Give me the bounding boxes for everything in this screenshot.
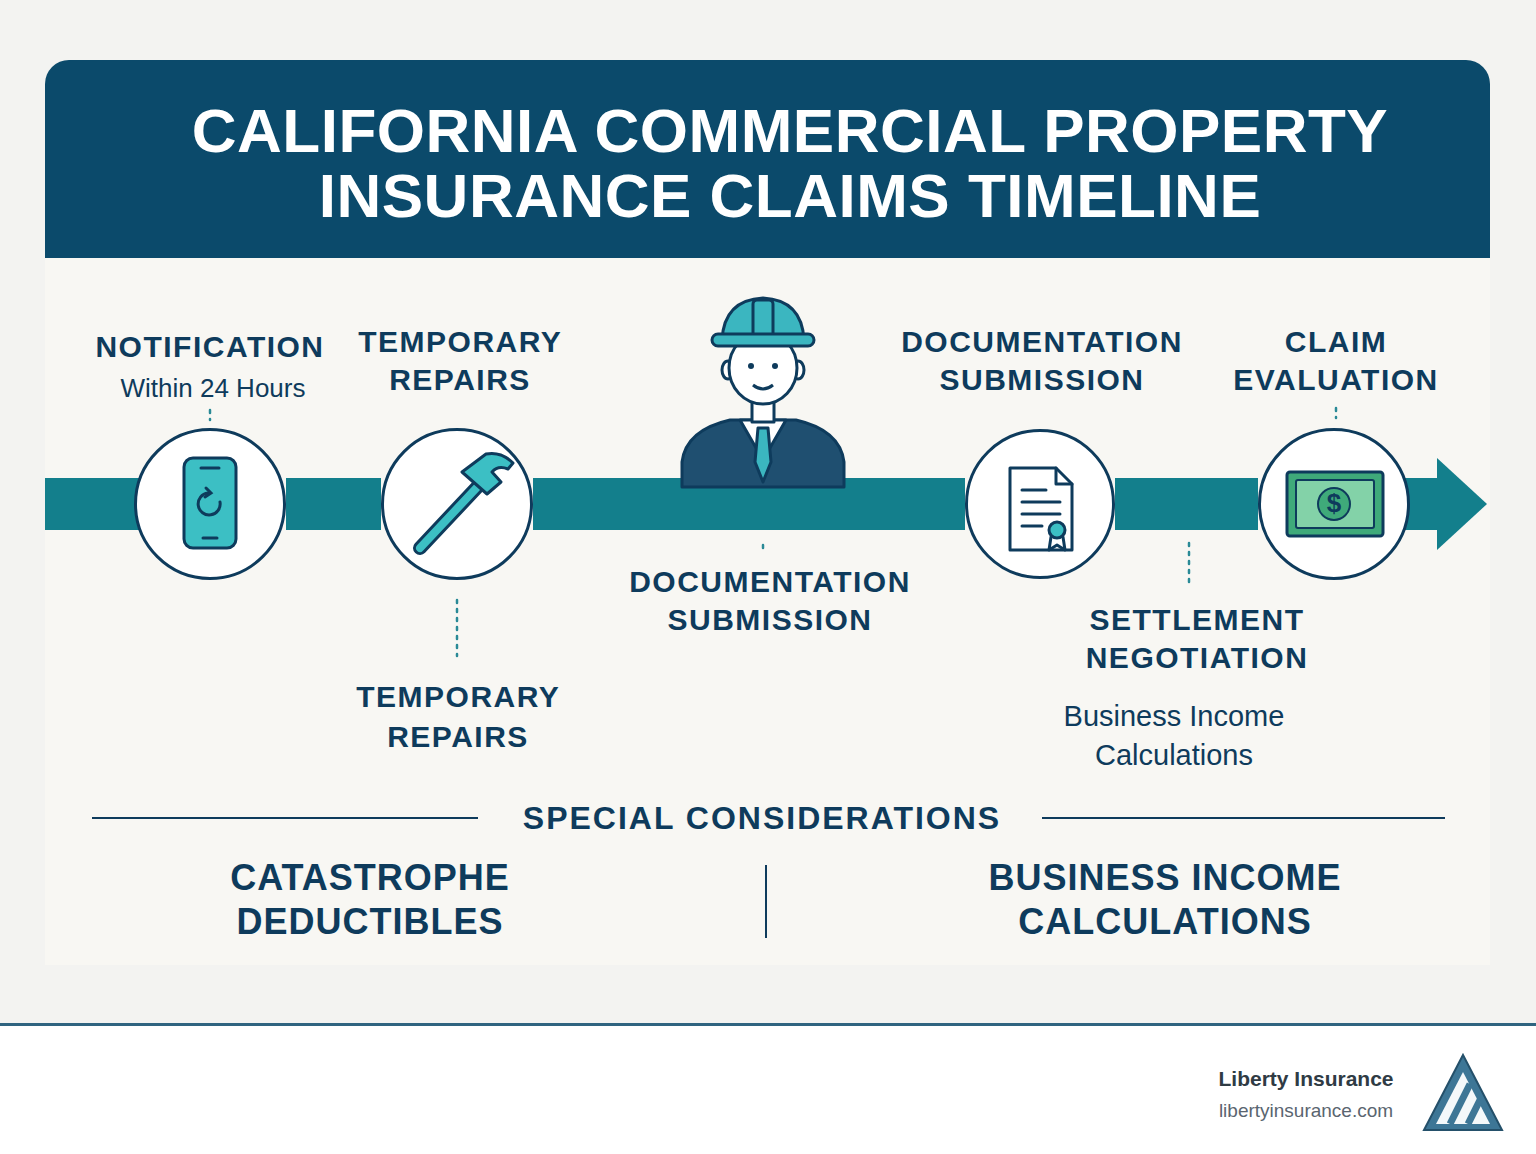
timeline-band — [1437, 458, 1487, 550]
leader-line — [1335, 408, 1338, 418]
step-caption: TEMPORARY REPAIRS — [356, 677, 560, 757]
step-note: Business Income Calculations — [1039, 697, 1309, 775]
section-divider — [1042, 817, 1445, 819]
company-logo — [1424, 1055, 1502, 1130]
adjuster-illustration — [682, 298, 844, 487]
company-logo — [1468, 1100, 1480, 1124]
consideration-item: BUSINESS INCOME CALCULATIONS — [975, 856, 1355, 944]
section-divider — [92, 817, 478, 819]
company-url: libertyinsurance.com — [1219, 1099, 1393, 1123]
document-icon — [1022, 489, 1046, 492]
timeline-connector — [1115, 478, 1258, 530]
leader-line — [456, 600, 459, 656]
consideration-item: CATASTROPHE DEDUCTIBLES — [230, 856, 510, 944]
section-heading: SPECIAL CONSIDERATIONS — [523, 799, 1001, 837]
leader-line — [209, 410, 212, 420]
banknote-icon — [1318, 488, 1350, 520]
company-name: Liberty Insurance — [1218, 1066, 1393, 1092]
adjuster-illustration — [712, 334, 814, 346]
adjuster-illustration — [772, 363, 778, 369]
diagram-title: CALIFORNIA COMMERCIAL PROPERTY INSURANCE… — [165, 98, 1415, 228]
adjuster-illustration — [755, 428, 771, 482]
adjuster-illustration — [753, 385, 773, 389]
leader-line — [762, 545, 765, 553]
adjuster-illustration — [682, 420, 844, 487]
step-note: Within 24 Hours — [121, 374, 306, 402]
document-icon — [1010, 468, 1072, 550]
phone-icon — [184, 458, 236, 548]
document-icon — [1022, 525, 1042, 528]
adjuster-illustration — [753, 300, 773, 338]
document-icon — [1022, 501, 1060, 504]
phone-icon — [203, 537, 217, 540]
step-heading: CLAIM EVALUATION — [1233, 323, 1439, 399]
banknote-icon — [1296, 480, 1374, 528]
company-logo — [1450, 1084, 1470, 1124]
section-divider — [765, 865, 767, 938]
step-heading: NOTIFICATION — [95, 328, 324, 366]
document-icon — [1010, 468, 1072, 550]
phone-icon — [205, 488, 211, 497]
footer-rule — [0, 1023, 1536, 1026]
document-icon — [1049, 537, 1065, 550]
step-heading: DOCUMENTATION SUBMISSION — [901, 323, 1183, 399]
step-heading: TEMPORARY REPAIRS — [358, 323, 562, 399]
leader-line — [1188, 543, 1191, 586]
banknote-icon — [1287, 472, 1383, 536]
phone-icon — [201, 467, 219, 470]
step-caption: DOCUMENTATION SUBMISSION — [629, 563, 911, 639]
document-icon — [1022, 513, 1060, 516]
step-caption: SETTLEMENT NEGOTIATION — [1086, 601, 1309, 677]
banknote-icon — [1287, 472, 1383, 536]
adjuster-illustration — [748, 363, 754, 369]
currency-symbol: $ — [1327, 488, 1341, 518]
company-logo — [1436, 1072, 1490, 1124]
company-logo — [1424, 1055, 1502, 1130]
phone-icon — [198, 493, 220, 515]
timeline-connector — [286, 478, 381, 530]
phone-icon — [184, 458, 236, 548]
